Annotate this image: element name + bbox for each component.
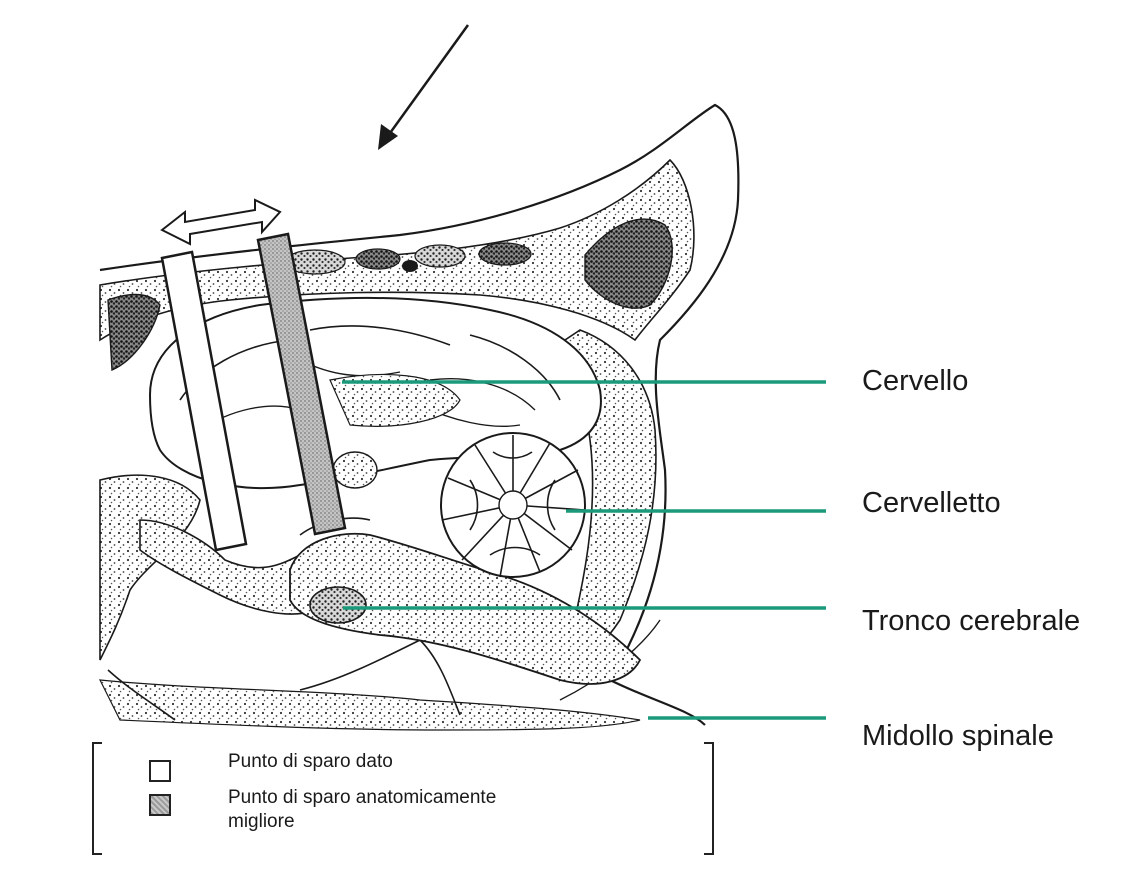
cerebellum-sketch [441, 433, 585, 577]
legend-item-best: Punto di sparo anatomicamente migliore [228, 786, 558, 834]
legend-box: Punto di sparo dato Punto di sparo anato… [92, 742, 714, 855]
label-tronco-cerebrale: Tronco cerebrale [862, 605, 1080, 638]
legend-swatch-given [149, 760, 171, 782]
legend-swatch-best [149, 794, 171, 816]
legend-bracket-left [92, 742, 102, 855]
legend-bracket-right [704, 742, 714, 855]
label-midollo-spinale: Midollo spinale [862, 720, 1054, 753]
label-cervelletto: Cervelletto [862, 487, 1001, 520]
direction-arrow [378, 25, 468, 150]
legend-item-given: Punto di sparo dato [228, 750, 393, 774]
double-arrow [162, 200, 280, 244]
label-cervello: Cervello [862, 365, 968, 398]
